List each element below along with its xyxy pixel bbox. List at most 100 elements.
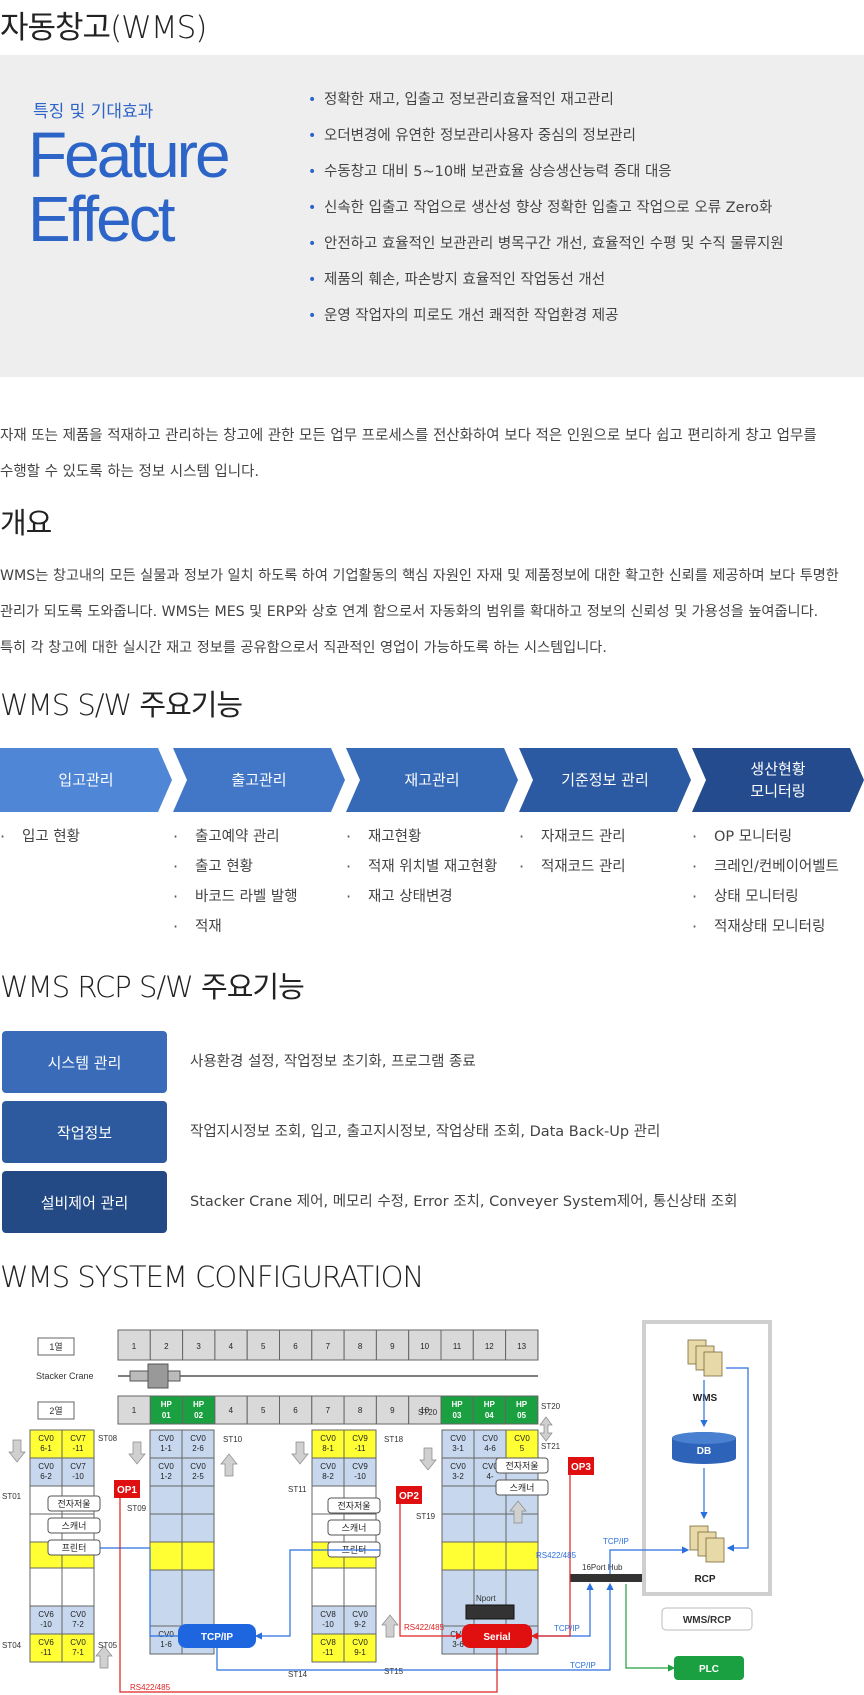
conveyor-cell bbox=[61, 1633, 95, 1663]
cell-label: -11 bbox=[73, 1444, 85, 1453]
flow-step-inbound[interactable]: 입고관리 bbox=[0, 748, 172, 812]
cell-label: CV0 bbox=[482, 1462, 498, 1471]
work-info-button[interactable]: 작업정보 bbox=[2, 1101, 167, 1163]
feature-list: 정확한 재고, 입출고 정보관리효율적인 재고관리 오더변경에 유연한 정보관리… bbox=[308, 85, 784, 337]
feature-big-line1: Feature bbox=[28, 119, 231, 191]
cell-label: CV9 bbox=[352, 1462, 368, 1471]
feature-big-line2: Effect bbox=[28, 183, 175, 255]
feature-box: 특징 및 기대효과 Feature Effect 정확한 재고, 입출고 정보관… bbox=[0, 55, 864, 377]
flow-step-master-data[interactable]: 기준정보 관리 bbox=[519, 748, 691, 812]
rack-cell bbox=[472, 1395, 507, 1425]
cell-label: CV0 bbox=[352, 1638, 368, 1647]
station-label: ST15 bbox=[384, 1667, 404, 1676]
cell-label: HP bbox=[161, 1400, 173, 1409]
rack-cell bbox=[149, 1395, 184, 1425]
rs-label: RS422/485 bbox=[536, 1551, 577, 1560]
cell-label: CV0 bbox=[38, 1462, 54, 1471]
rcp-row-work-info: 작업정보 작업지시정보 조회, 입고, 출고지시정보, 작업상태 조회, Dat… bbox=[2, 1101, 864, 1163]
plc-label: PLC bbox=[699, 1664, 719, 1675]
cell-label: -11 bbox=[323, 1648, 335, 1657]
cell-label: 8-2 bbox=[322, 1472, 334, 1481]
conveyor-cell bbox=[61, 1429, 95, 1459]
scale-label: 전자저울 bbox=[337, 1501, 370, 1511]
cell-label: 8 bbox=[358, 1342, 363, 1351]
arrow-shape-icon bbox=[173, 748, 345, 812]
cell-label: 7 bbox=[326, 1342, 331, 1351]
cell-label: 2 bbox=[164, 1342, 169, 1351]
rs-label: RS422/485 bbox=[404, 1623, 445, 1632]
intro-text: 자재 또는 제품을 적재하고 관리하는 창고에 관한 모든 업무 프로세스를 전… bbox=[0, 418, 864, 490]
cell-label: CV0 bbox=[352, 1610, 368, 1619]
list-item: 재고 상태변경 bbox=[346, 882, 497, 912]
list-item: 적재코드 관리 bbox=[519, 852, 626, 882]
conveyor-cell bbox=[311, 1605, 345, 1635]
list-item: 적재상태 모니터링 bbox=[692, 912, 839, 942]
conveyor-cell bbox=[149, 1429, 183, 1459]
list-item: 출고예약 관리 bbox=[173, 822, 298, 852]
overview-heading: 개요 bbox=[0, 506, 52, 540]
sw-heading: WMS S/W 주요기능 bbox=[0, 688, 243, 722]
scale-label: 전자저울 bbox=[505, 1461, 538, 1471]
list-item: 오더변경에 유연한 정보관리사용자 중심의 정보관리 bbox=[308, 121, 784, 157]
cell-label: 8-1 bbox=[322, 1444, 334, 1453]
station-label: ST18 bbox=[384, 1435, 404, 1444]
conveyor-cell bbox=[311, 1633, 345, 1663]
page-title: 자동창고(WMS) bbox=[0, 10, 207, 46]
rack-cell bbox=[279, 1329, 313, 1361]
cell-label: CV0 bbox=[190, 1462, 206, 1471]
flow-step-outbound[interactable]: 출고관리 bbox=[173, 748, 345, 812]
cell-label: -11 bbox=[41, 1648, 53, 1657]
intro-line: 자재 또는 제품을 적재하고 관리하는 창고에 관한 모든 업무 프로세스를 전… bbox=[0, 428, 817, 444]
cell-label: 2-5 bbox=[192, 1472, 204, 1481]
rack-cell bbox=[117, 1395, 151, 1425]
conveyor-cell bbox=[441, 1485, 475, 1515]
rcp-desc: 사용환경 설정, 작업정보 초기화, 프로그램 종료 bbox=[190, 1054, 476, 1070]
cell-label: CV0 bbox=[514, 1434, 530, 1443]
op3-label: OP3 bbox=[571, 1462, 591, 1473]
op2-label: OP2 bbox=[399, 1491, 419, 1502]
cell-label: 04 bbox=[485, 1411, 494, 1420]
crane-label: Stacker Crane bbox=[36, 1371, 94, 1381]
rack-cell bbox=[440, 1395, 474, 1425]
rack-cell bbox=[408, 1329, 442, 1361]
conveyor-cell bbox=[149, 1457, 183, 1487]
equipment-control-button[interactable]: 설비제어 관리 bbox=[2, 1171, 167, 1233]
cell-label: 3-6 bbox=[452, 1640, 464, 1649]
flow-step-label: 재고관리 bbox=[404, 771, 460, 789]
cell-label: 7-1 bbox=[72, 1648, 84, 1657]
cell-label: 05 bbox=[517, 1411, 526, 1420]
cell-label: 9 bbox=[390, 1406, 395, 1415]
conveyor-cell bbox=[149, 1513, 183, 1543]
rcp-row-system: 시스템 관리 사용환경 설정, 작업정보 초기화, 프로그램 종료 bbox=[2, 1031, 864, 1093]
cell-label: 1 bbox=[132, 1342, 137, 1351]
conveyor-cell bbox=[61, 1567, 95, 1607]
list-item: 재고현황 bbox=[346, 822, 497, 852]
conveyor-cell bbox=[149, 1485, 183, 1515]
system-management-button[interactable]: 시스템 관리 bbox=[2, 1031, 167, 1093]
conveyor-cell bbox=[181, 1541, 215, 1571]
cell-label: CV6 bbox=[38, 1610, 54, 1619]
rcp-desc: 작업지시정보 조회, 입고, 출고지시정보, 작업상태 조회, Data Bac… bbox=[190, 1124, 661, 1140]
rack-cell bbox=[149, 1329, 184, 1361]
conveyor-cell bbox=[473, 1513, 507, 1543]
list-item: 신속한 입출고 작업으로 생산성 향상 정확한 입출고 작업으로 오류 Zero… bbox=[308, 193, 784, 229]
list-item: 적재 위치별 재고현황 bbox=[346, 852, 497, 882]
conveyor-cell bbox=[441, 1541, 475, 1571]
rack-cell bbox=[408, 1395, 442, 1425]
flow-step-inventory[interactable]: 재고관리 bbox=[346, 748, 518, 812]
cell-label: -10 bbox=[354, 1472, 366, 1481]
list-item: 제품의 훼손, 파손방지 효율적인 작업동선 개선 bbox=[308, 265, 784, 301]
cell-label: CV7 bbox=[70, 1462, 86, 1471]
rcp-row-equipment: 설비제어 관리 Stacker Crane 제어, 메모리 수정, Error … bbox=[2, 1171, 864, 1233]
station-label: ST05 bbox=[98, 1641, 118, 1650]
cell-label: 4 bbox=[229, 1342, 234, 1351]
cell-label: CV0 bbox=[190, 1434, 206, 1443]
cell-label: 6-1 bbox=[40, 1444, 52, 1453]
tcp-label: TCP/IP bbox=[603, 1537, 629, 1546]
cell-label: 11 bbox=[453, 1342, 462, 1351]
list-item: 수동창고 대비 5~10배 보관효율 상승생산능력 증대 대응 bbox=[308, 157, 784, 193]
intro-line: 수행할 수 있도록 하는 정보 시스템 입니다. bbox=[0, 464, 260, 480]
